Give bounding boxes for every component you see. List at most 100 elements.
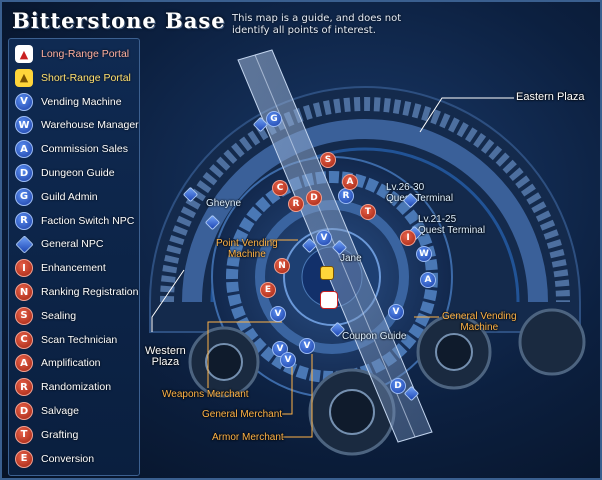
armor-merchant-leader bbox=[282, 354, 313, 438]
map-marker-v-icon[interactable]: V bbox=[316, 230, 332, 246]
guild-admin-icon: G bbox=[15, 187, 33, 206]
conversion-icon: E bbox=[15, 449, 33, 468]
map-marker-d-icon[interactable]: D bbox=[306, 190, 322, 206]
scan-technician-icon: C bbox=[15, 330, 33, 349]
quest-terminal-21-25-label: Lv.21-25 Quest Terminal bbox=[418, 214, 486, 236]
legend-item-enhancement: I Enhancement bbox=[15, 257, 106, 279]
amplification-icon: A bbox=[15, 354, 33, 373]
legend-label: Warehouse Manager bbox=[41, 119, 139, 132]
legend-label: Dungeon Guide bbox=[41, 167, 115, 179]
general-vending-machine-label: General Vending Machine bbox=[442, 311, 517, 333]
grafting-icon: T bbox=[15, 425, 33, 444]
legend-item-dungeon-guide: D Dungeon Guide bbox=[15, 162, 115, 184]
legend-item-scan-technician: C Scan Technician bbox=[15, 329, 117, 351]
legend-label: Amplification bbox=[41, 357, 101, 370]
map-marker-c-icon[interactable]: C bbox=[272, 180, 288, 196]
map-long-range-portal-icon[interactable] bbox=[320, 291, 338, 309]
sealing-icon: S bbox=[15, 306, 33, 325]
general-merchant-leader bbox=[282, 360, 293, 415]
armor-merchant-label: Armor Merchant bbox=[212, 432, 284, 443]
legend-label: General NPC bbox=[41, 238, 104, 251]
legend-item-vending-machine: V Vending Machine bbox=[15, 91, 122, 113]
randomization-icon: R bbox=[15, 378, 33, 397]
long-range-portal-icon: ▲ bbox=[15, 45, 33, 63]
general-npc-icon bbox=[15, 235, 34, 254]
map-marker-w-icon[interactable]: W bbox=[416, 246, 432, 262]
map-marker-s-icon[interactable]: S bbox=[320, 152, 336, 168]
pod-right-inner bbox=[435, 333, 473, 371]
map-marker-i-icon[interactable]: I bbox=[400, 230, 416, 246]
legend-label: Salvage bbox=[41, 405, 79, 417]
general-merchant-label: General Merchant bbox=[202, 409, 283, 420]
legend-item-amplification: A Amplification bbox=[15, 352, 101, 374]
vending-machine-icon: V bbox=[15, 92, 33, 111]
map-marker-n-icon[interactable]: N bbox=[274, 258, 290, 274]
ranking-registration-icon: N bbox=[15, 283, 33, 301]
map-marker-a-icon[interactable]: A bbox=[342, 174, 358, 190]
legend-item-commission-sales: A Commission Sales bbox=[15, 138, 128, 160]
quest-terminal-26-30-label: Lv.26-30 Quest Terminal bbox=[386, 182, 454, 204]
outer-ring-track bbox=[160, 97, 570, 303]
legend-item-ranking-registration: N Ranking Registration bbox=[15, 281, 138, 303]
eastern-plaza-label: Eastern Plaza bbox=[516, 91, 585, 103]
map-marker-a-icon[interactable]: A bbox=[420, 272, 436, 288]
coupon-guide-label: Coupon Guide bbox=[342, 331, 407, 342]
map-marker-v-icon[interactable]: V bbox=[388, 304, 404, 320]
weapons-merchant-leader bbox=[207, 321, 282, 388]
map-marker-e-icon[interactable]: E bbox=[260, 282, 276, 298]
legend-label: Vending Machine bbox=[41, 95, 122, 108]
pod-left-inner bbox=[205, 343, 243, 381]
map-short-range-portal-icon[interactable] bbox=[320, 266, 334, 280]
legend-label: Randomization bbox=[41, 381, 112, 394]
legend-label: Faction Switch NPC bbox=[41, 214, 135, 227]
western-plaza-leader bbox=[151, 269, 185, 332]
legend-item-warehouse-manager: W Warehouse Manager bbox=[15, 114, 139, 136]
map-marker-v-icon[interactable]: V bbox=[280, 352, 296, 368]
jane-label: Jane bbox=[340, 253, 362, 264]
map-marker-t-icon[interactable]: T bbox=[360, 204, 376, 220]
legend-label: Commission Sales bbox=[41, 143, 128, 156]
legend-label: Guild Admin bbox=[41, 190, 98, 203]
legend-item-long-range-portal: ▲ Long-Range Portal bbox=[15, 43, 129, 65]
western-plaza-label: Western Plaza bbox=[145, 345, 186, 368]
legend-item-grafting: T Grafting bbox=[15, 424, 78, 446]
weapons-merchant-label: Weapons Merchant bbox=[162, 389, 249, 400]
warehouse-manager-icon: W bbox=[15, 116, 33, 135]
legend-label: Grafting bbox=[41, 428, 79, 441]
map-marker-g-icon[interactable]: G bbox=[266, 111, 282, 127]
pod-far-right bbox=[518, 308, 586, 376]
legend-label: Long-Range Portal bbox=[41, 48, 130, 60]
commission-sales-icon: A bbox=[15, 140, 33, 159]
map-title: Bitterstone Base bbox=[12, 8, 226, 33]
map-subtitle: This map is a guide, and does not identi… bbox=[232, 13, 402, 36]
legend-label: Enhancement bbox=[41, 262, 106, 275]
legend-label: Short-Range Portal bbox=[41, 71, 131, 84]
legend-label: Ranking Registration bbox=[41, 286, 139, 298]
eastern-plaza-leader bbox=[419, 97, 514, 133]
dungeon-guide-icon: D bbox=[15, 164, 33, 182]
gheyne-label: Gheyne bbox=[206, 198, 242, 209]
map-marker-d-icon[interactable]: D bbox=[390, 378, 406, 394]
legend-item-short-range-portal: ▲ Short-Range Portal bbox=[15, 67, 131, 89]
map-marker-v-icon[interactable]: V bbox=[270, 306, 286, 322]
faction-switch-npc-icon: R bbox=[15, 211, 33, 230]
point-vending-machine-label: Point Vending Machine bbox=[216, 238, 278, 260]
enhancement-icon: I bbox=[15, 259, 33, 278]
legend-label: Sealing bbox=[41, 309, 77, 322]
legend-item-conversion: E Conversion bbox=[15, 448, 94, 470]
legend-item-sealing: S Sealing bbox=[15, 305, 76, 327]
legend-label: Scan Technician bbox=[41, 333, 118, 346]
legend-item-randomization: R Randomization bbox=[15, 376, 111, 398]
legend-label: Conversion bbox=[41, 452, 95, 465]
short-range-portal-icon: ▲ bbox=[15, 68, 33, 87]
map-marker-v-icon[interactable]: V bbox=[299, 338, 315, 354]
map-marker-r-icon[interactable]: R bbox=[288, 196, 304, 212]
map-marker-r-icon[interactable]: R bbox=[338, 188, 354, 204]
pod-center-inner bbox=[329, 389, 375, 435]
legend-item-general-npc: General NPC bbox=[15, 233, 103, 255]
legend-item-faction-switch-npc: R Faction Switch NPC bbox=[15, 210, 134, 232]
